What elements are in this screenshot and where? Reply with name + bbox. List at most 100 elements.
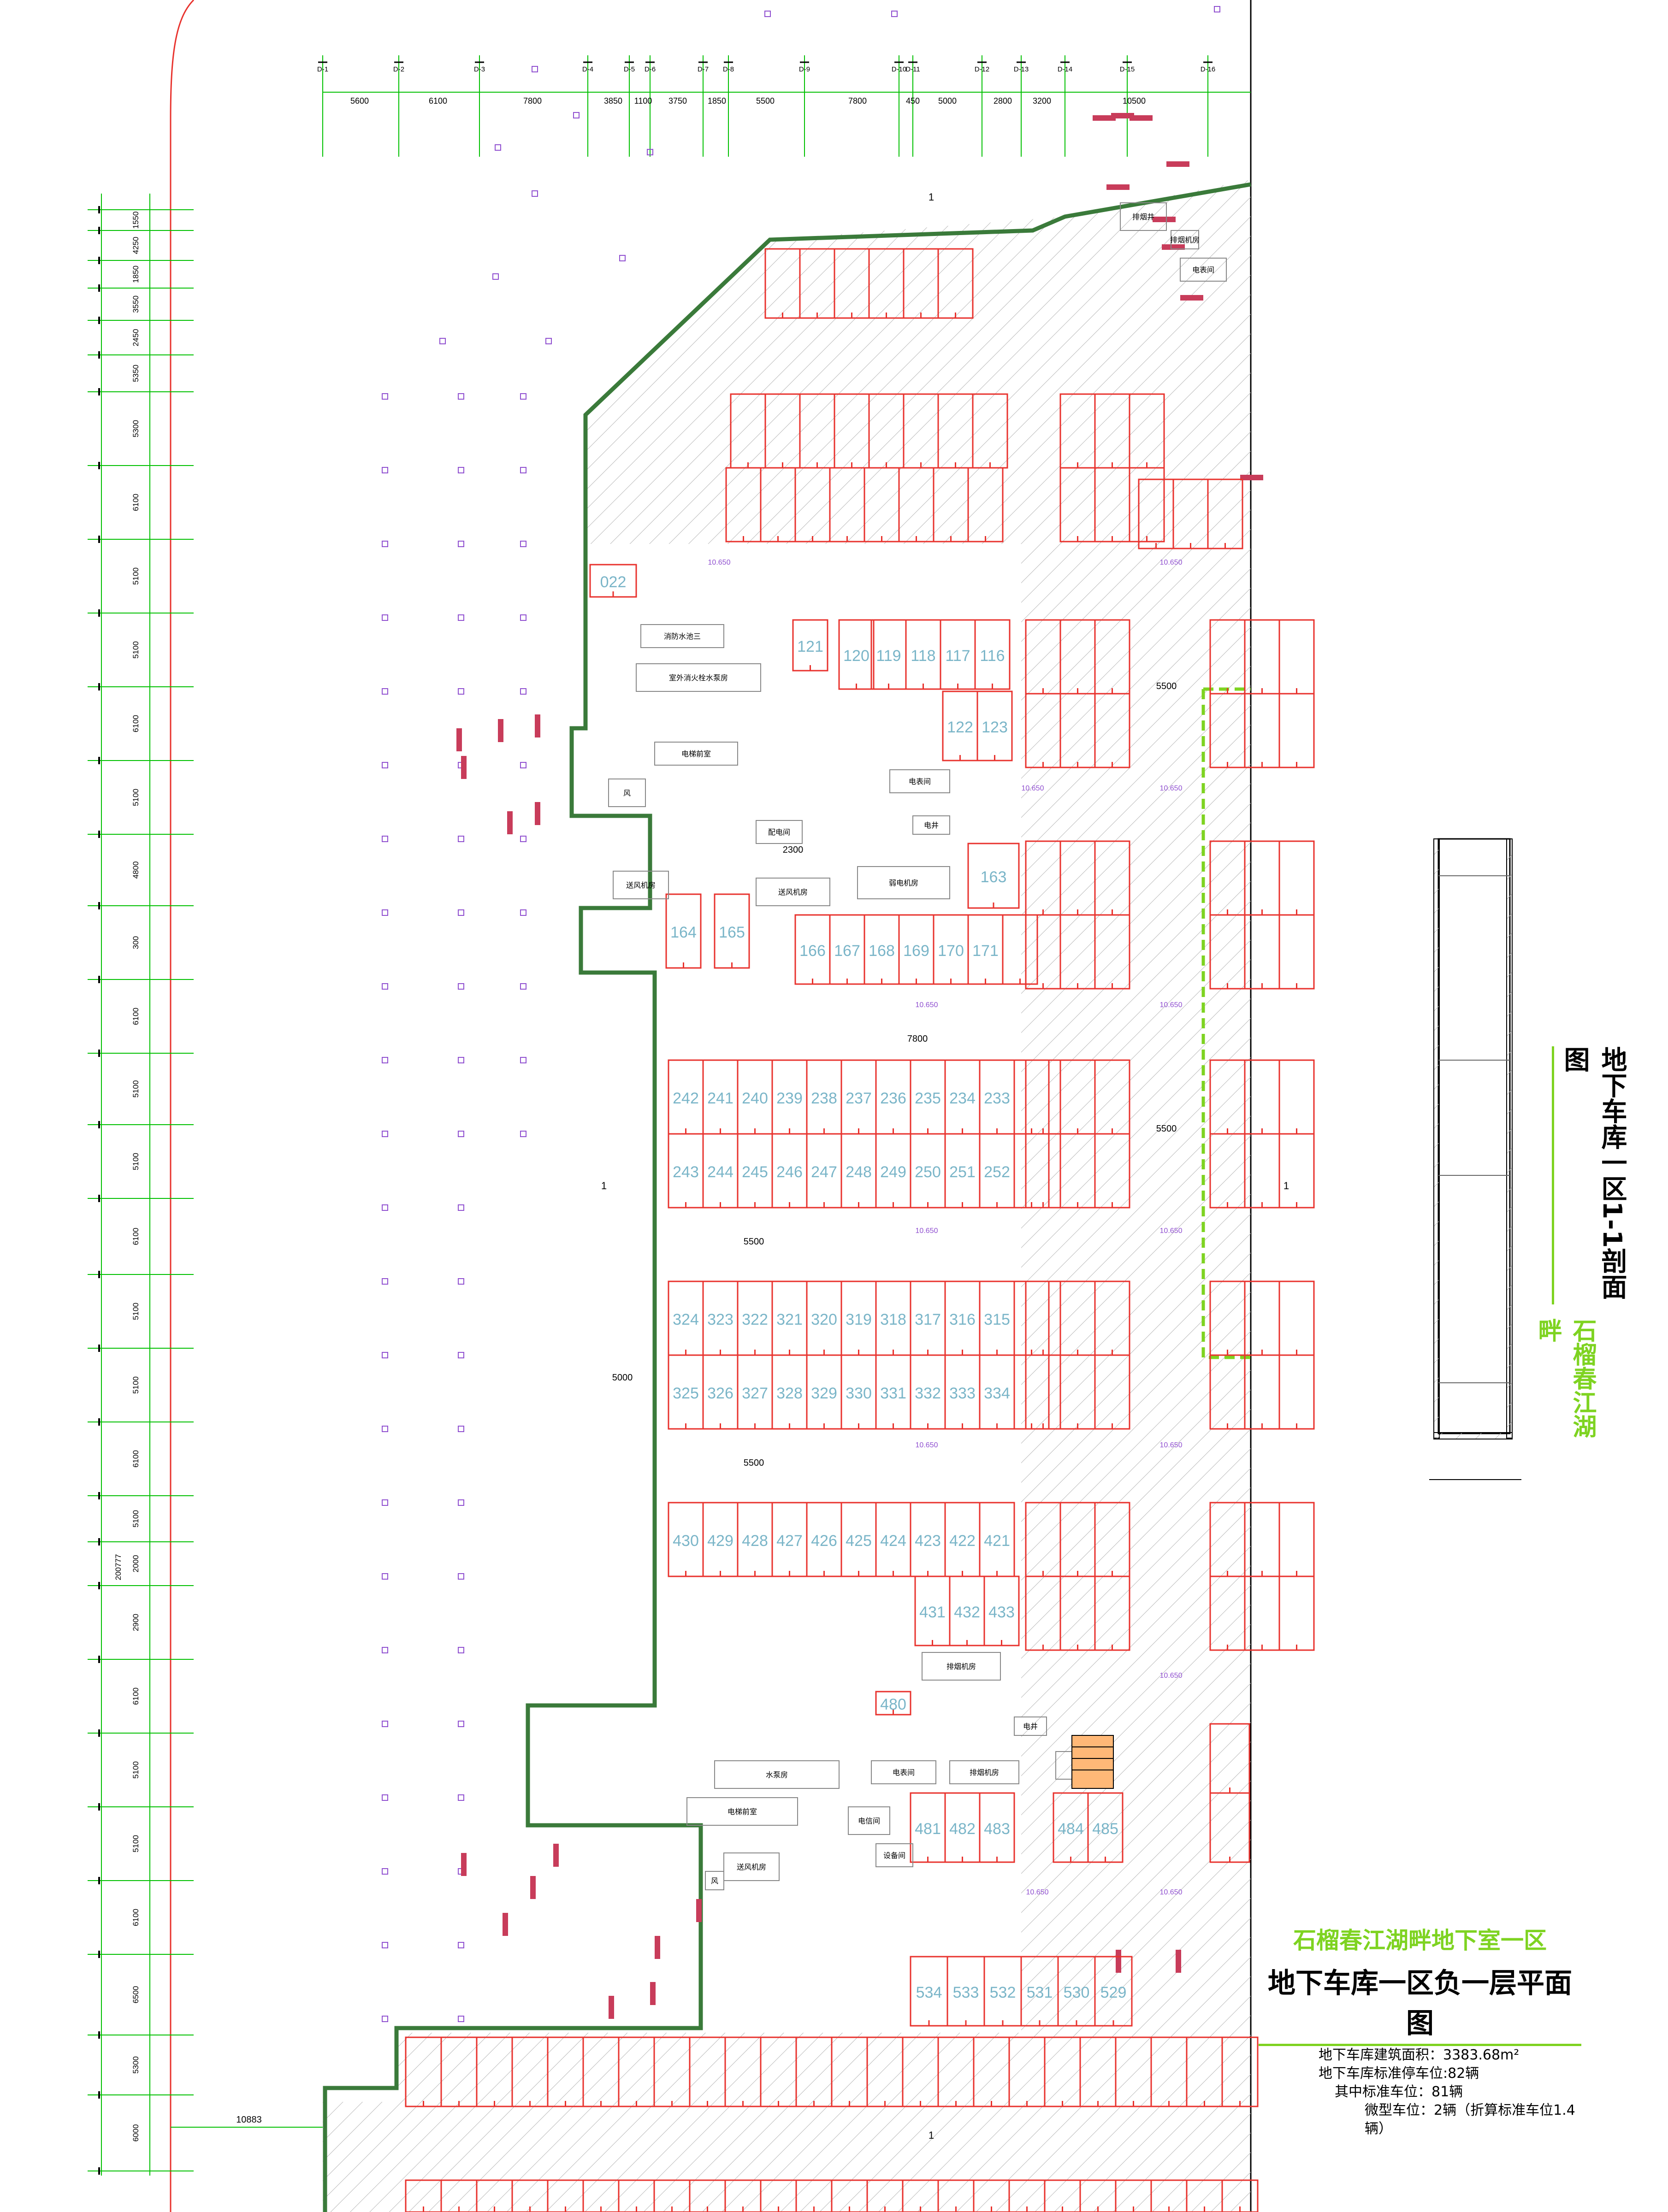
point-marker <box>520 393 526 400</box>
axis-label: D-14 <box>1058 65 1073 73</box>
axis-label: D-1 <box>317 65 328 73</box>
left-dimension-text: 5350 <box>131 365 140 382</box>
point-marker <box>382 762 388 768</box>
stall-number: 534 <box>916 1984 942 2001</box>
axis-label: D-9 <box>799 65 810 73</box>
section-project-name: 石榴春江湖畔 <box>1534 1318 1596 1438</box>
stall-number: 234 <box>949 1090 976 1107</box>
stall-number: 428 <box>742 1532 768 1550</box>
stall-number: 532 <box>990 1984 1016 2001</box>
stall-number: 123 <box>982 719 1008 736</box>
stall-number: 433 <box>988 1604 1015 1621</box>
plan-title: 地下车库一区负一层平面图 <box>1259 1961 1581 2046</box>
point-marker <box>382 1573 388 1580</box>
point-marker <box>619 255 626 261</box>
structural-column <box>650 1982 656 2005</box>
point-marker <box>458 1204 464 1211</box>
left-dimension-text: 5100 <box>131 567 140 585</box>
stall-number: 318 <box>880 1311 906 1328</box>
stall-number: 315 <box>984 1311 1010 1328</box>
point-marker <box>382 1204 388 1211</box>
point-marker <box>520 909 526 916</box>
axis-label: D-2 <box>393 65 404 73</box>
stall-number: 333 <box>949 1385 976 1402</box>
stall-number: 328 <box>776 1385 803 1402</box>
room-label: 配电间 <box>768 828 790 837</box>
section-mark: 1 <box>929 191 934 203</box>
structural-column <box>1116 1950 1121 1973</box>
plan-dimension-text: 7800 <box>907 1034 928 1044</box>
room-label: 排烟井 <box>1132 212 1154 221</box>
room-outline <box>613 871 669 899</box>
point-marker <box>458 1573 464 1580</box>
stall-number: 324 <box>673 1311 699 1328</box>
stall-number: 431 <box>919 1604 946 1621</box>
left-dimension-text: 5300 <box>131 420 140 437</box>
stall-number: 424 <box>880 1532 906 1550</box>
stall-number: 327 <box>742 1385 768 1402</box>
section-mark: 1 <box>601 1180 607 1192</box>
room-outline <box>608 779 646 807</box>
elevation-mark: 10.650 <box>916 1227 938 1235</box>
point-marker <box>458 467 464 473</box>
stall-number: 243 <box>673 1163 699 1181</box>
stall-number: 423 <box>915 1532 941 1550</box>
stall-number: 236 <box>880 1090 906 1107</box>
point-marker <box>458 1131 464 1137</box>
stall-number: 483 <box>984 1820 1010 1838</box>
axis-label: D-15 <box>1120 65 1135 73</box>
stall-number: 325 <box>673 1385 699 1402</box>
point-marker <box>458 983 464 990</box>
parking-stall <box>1278 1133 1315 1209</box>
stall-number: 167 <box>834 942 860 960</box>
stall-number: 429 <box>707 1532 733 1550</box>
stall-number: 329 <box>811 1385 837 1402</box>
structural-column <box>1153 217 1176 222</box>
left-dimension-text: 5100 <box>131 1835 140 1852</box>
elevation-mark: 10.650 <box>708 559 731 566</box>
point-marker <box>520 762 526 768</box>
stall-number: 334 <box>984 1385 1010 1402</box>
point-marker <box>382 909 388 916</box>
room-label: 电井 <box>924 821 939 830</box>
elevation-mark: 10.650 <box>1026 1888 1049 1896</box>
point-marker <box>458 1794 464 1801</box>
point-marker <box>382 2016 388 2022</box>
stall-number: 239 <box>776 1090 803 1107</box>
stat-area: 地下车库建筑面积：3383.68m² <box>1319 2047 1520 2063</box>
top-dimension-text: 7800 <box>523 96 542 106</box>
left-dimension-text: 5100 <box>131 1510 140 1528</box>
structural-column <box>498 719 503 742</box>
room-label: 电梯前室 <box>728 1807 757 1816</box>
point-marker <box>382 1352 388 1358</box>
stall-number: 022 <box>600 573 627 591</box>
elevation-mark: 10.650 <box>1160 1227 1183 1235</box>
point-marker <box>382 983 388 990</box>
stall-number: 119 <box>876 647 901 665</box>
site-boundary-line <box>170 0 195 2212</box>
elevation-mark: 10.650 <box>916 1001 938 1009</box>
stall-number: 321 <box>776 1311 803 1328</box>
stall-number: 237 <box>846 1090 872 1107</box>
point-marker <box>458 2016 464 2022</box>
parking-stall <box>1278 619 1315 695</box>
stall-number: 421 <box>984 1532 1010 1550</box>
top-dimension-text: 1100 <box>634 96 652 106</box>
stall-number: 323 <box>707 1311 733 1328</box>
axis-label: D-5 <box>624 65 635 73</box>
left-dimension-text: 6500 <box>131 1986 140 2004</box>
axis-label: D-16 <box>1201 65 1216 73</box>
point-marker <box>382 541 388 547</box>
top-dimension-text: 2800 <box>994 96 1012 106</box>
plan-dimension-text: 5000 <box>612 1373 633 1383</box>
room-outline <box>654 742 738 766</box>
stall-number: 241 <box>707 1090 733 1107</box>
stall-number: 248 <box>846 1163 872 1181</box>
structural-column <box>1180 295 1203 301</box>
elevation-mark: 10.650 <box>1160 785 1183 792</box>
stall-number: 320 <box>811 1311 837 1328</box>
basement-hatched-area-north <box>586 180 1251 544</box>
top-dimension-text: 7800 <box>848 96 867 106</box>
